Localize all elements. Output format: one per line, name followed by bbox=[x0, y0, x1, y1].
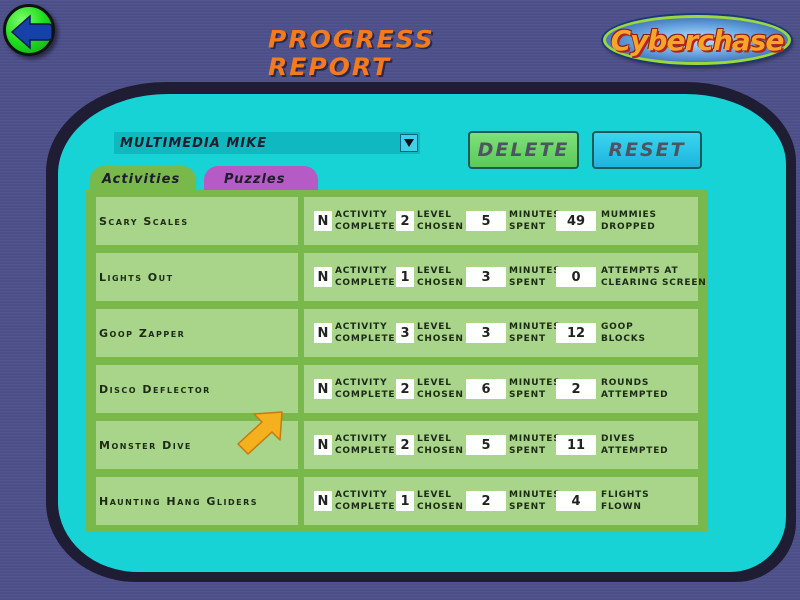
page-title: Progress Report bbox=[268, 25, 435, 81]
level-value: 3 bbox=[396, 323, 414, 343]
level-value: 2 bbox=[396, 435, 414, 455]
activity-complete-label: ActivityComplete bbox=[335, 490, 396, 512]
activity-stats: N ActivityComplete 2 LevelChosen 5 Minut… bbox=[304, 421, 698, 469]
level-value: 1 bbox=[396, 267, 414, 287]
stat-label: DivesAttempted bbox=[601, 434, 669, 456]
level-chosen-label: LevelChosen bbox=[417, 266, 464, 288]
minutes-spent-label: MinutesSpent bbox=[509, 322, 561, 344]
complete-value: N bbox=[314, 435, 332, 455]
activity-stats: N ActivityComplete 2 LevelChosen 6 Minut… bbox=[304, 365, 698, 413]
level-chosen-label: LevelChosen bbox=[417, 322, 464, 344]
minutes-value: 5 bbox=[466, 211, 506, 231]
level-chosen-label: LevelChosen bbox=[417, 434, 464, 456]
player-dropdown[interactable]: Multimedia Mike bbox=[114, 132, 420, 154]
complete-value: N bbox=[314, 323, 332, 343]
activity-complete-label: ActivityComplete bbox=[335, 266, 396, 288]
chevron-down-icon[interactable] bbox=[400, 134, 418, 152]
minutes-value: 6 bbox=[466, 379, 506, 399]
activity-complete-label: ActivityComplete bbox=[335, 378, 396, 400]
activity-row: Scary Scales N ActivityComplete 2 LevelC… bbox=[96, 197, 698, 245]
activity-name: Lights Out bbox=[96, 253, 298, 301]
minutes-spent-label: MinutesSpent bbox=[509, 378, 561, 400]
activity-row: Goop Zapper N ActivityComplete 3 LevelCh… bbox=[96, 309, 698, 357]
tab-puzzles[interactable]: Puzzles bbox=[204, 166, 318, 192]
stat-label: MummiesDropped bbox=[601, 210, 657, 232]
delete-button[interactable]: Delete bbox=[468, 131, 579, 169]
activities-panel: Scary Scales N ActivityComplete 2 LevelC… bbox=[86, 190, 708, 532]
activity-row: Monster Dive N ActivityComplete 2 LevelC… bbox=[96, 421, 698, 469]
minutes-value: 5 bbox=[466, 435, 506, 455]
level-value: 1 bbox=[396, 491, 414, 511]
stat-value: 49 bbox=[556, 211, 596, 231]
minutes-value: 2 bbox=[466, 491, 506, 511]
activity-complete-label: ActivityComplete bbox=[335, 434, 396, 456]
activity-row: Disco Deflector N ActivityComplete 2 Lev… bbox=[96, 365, 698, 413]
tab-activities[interactable]: Activities bbox=[90, 166, 196, 192]
back-button[interactable] bbox=[3, 4, 55, 56]
stat-label: RoundsAttempted bbox=[601, 378, 669, 400]
cursor-arrow-icon bbox=[237, 411, 283, 455]
level-value: 2 bbox=[396, 379, 414, 399]
level-chosen-label: LevelChosen bbox=[417, 490, 464, 512]
stat-value: 2 bbox=[556, 379, 596, 399]
back-arrow-icon bbox=[10, 14, 52, 50]
stat-value: 11 bbox=[556, 435, 596, 455]
activity-stats: N ActivityComplete 1 LevelChosen 2 Minut… bbox=[304, 477, 698, 525]
stat-value: 0 bbox=[556, 267, 596, 287]
complete-value: N bbox=[314, 267, 332, 287]
activity-stats: N ActivityComplete 1 LevelChosen 3 Minut… bbox=[304, 253, 706, 301]
activity-name: Haunting Hang Gliders bbox=[96, 477, 298, 525]
level-value: 2 bbox=[396, 211, 414, 231]
complete-value: N bbox=[314, 211, 332, 231]
stat-label: GoopBlocks bbox=[601, 322, 646, 344]
minutes-spent-label: MinutesSpent bbox=[509, 490, 561, 512]
activity-complete-label: ActivityComplete bbox=[335, 322, 396, 344]
activity-name: Scary Scales bbox=[96, 197, 298, 245]
activity-row: Lights Out N ActivityComplete 1 LevelCho… bbox=[96, 253, 706, 301]
level-chosen-label: LevelChosen bbox=[417, 378, 464, 400]
cyberchase-logo: Cyberchase bbox=[603, 15, 791, 65]
activity-name: Disco Deflector bbox=[96, 365, 298, 413]
level-chosen-label: LevelChosen bbox=[417, 210, 464, 232]
complete-value: N bbox=[314, 491, 332, 511]
activity-stats: N ActivityComplete 2 LevelChosen 5 Minut… bbox=[304, 197, 698, 245]
logo-text: Cyberchase bbox=[610, 23, 785, 57]
minutes-value: 3 bbox=[466, 267, 506, 287]
stat-label: FlightsFlown bbox=[601, 490, 650, 512]
minutes-spent-label: MinutesSpent bbox=[509, 434, 561, 456]
player-dropdown-value: Multimedia Mike bbox=[120, 135, 268, 151]
stat-value: 4 bbox=[556, 491, 596, 511]
minutes-spent-label: MinutesSpent bbox=[509, 266, 561, 288]
reset-button[interactable]: Reset bbox=[592, 131, 702, 169]
minutes-value: 3 bbox=[466, 323, 506, 343]
stat-value: 12 bbox=[556, 323, 596, 343]
minutes-spent-label: MinutesSpent bbox=[509, 210, 561, 232]
activity-complete-label: ActivityComplete bbox=[335, 210, 396, 232]
activity-row: Haunting Hang Gliders N ActivityComplete… bbox=[96, 477, 698, 525]
activity-name: Goop Zapper bbox=[96, 309, 298, 357]
complete-value: N bbox=[314, 379, 332, 399]
stat-label: Attempts atClearing Screen bbox=[601, 266, 707, 288]
activity-stats: N ActivityComplete 3 LevelChosen 3 Minut… bbox=[304, 309, 698, 357]
